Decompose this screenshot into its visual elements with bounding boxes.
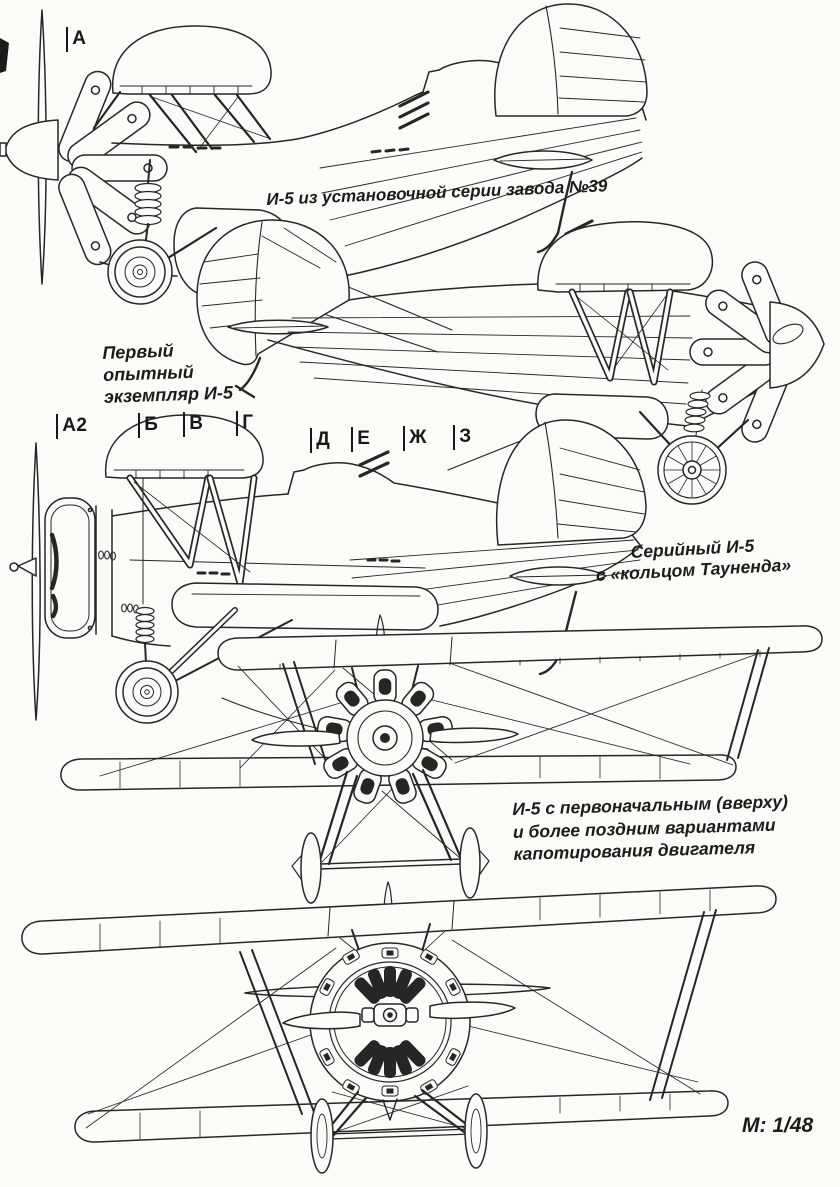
section-tick-bar — [310, 428, 313, 453]
scan-artifact — [0, 38, 9, 73]
caption-prototype: Первый опытный экземпляр И-5 — [102, 337, 233, 407]
section-tick-bar — [66, 27, 69, 52]
side-view-batch39 — [0, 3, 648, 353]
front-view-townend — [21, 881, 777, 1174]
section-marker-label: Е — [357, 428, 371, 449]
section-tick-bar — [138, 413, 141, 438]
section-marker-a: А — [66, 27, 86, 52]
ring-cowl-engine — [282, 942, 516, 1121]
section-marker-label: Д — [316, 429, 331, 450]
section-marker-label: Г — [242, 412, 254, 433]
scale-note: М: 1/48 — [742, 1114, 814, 1137]
townend-ring — [44, 497, 96, 639]
section-marker-label: З — [459, 426, 472, 447]
section-marker-e: Е — [351, 427, 370, 452]
section-marker-g: Г — [236, 411, 253, 436]
side-view-prototype — [196, 219, 825, 505]
section-marker-z: З — [453, 425, 472, 450]
section-marker-label: В — [189, 413, 204, 434]
landing-gear — [291, 768, 490, 904]
section-marker-label: Ж — [409, 427, 427, 448]
section-marker-label: Б — [144, 414, 159, 435]
section-tick-bar — [403, 426, 406, 451]
side-view-townend — [9, 414, 647, 750]
landing-gear — [638, 389, 750, 505]
landing-gear — [107, 159, 218, 305]
section-tick-bar — [56, 414, 59, 439]
section-tick-bar — [351, 427, 354, 452]
landing-gear — [310, 1085, 488, 1174]
cabane-struts — [568, 288, 674, 386]
engine-cylinders — [58, 70, 168, 266]
section-marker-zh: Ж — [403, 426, 427, 451]
landing-gear — [115, 606, 293, 724]
section-marker-label: А — [72, 28, 87, 49]
radial-engine — [251, 669, 519, 804]
section-tick-bar — [453, 425, 456, 450]
section-tick-bar — [183, 412, 186, 437]
gun-breech-detail — [398, 90, 430, 130]
section-marker-label: А2 — [62, 415, 88, 436]
cabane-struts — [92, 90, 272, 154]
section-marker-v: В — [183, 412, 203, 437]
caption-cowling: И-5 с первоначальным (вверху) и более по… — [512, 790, 790, 865]
front-view-uncowled — [60, 614, 823, 904]
section-marker-a2: А2 — [56, 414, 87, 439]
section-marker-d: Д — [310, 428, 330, 453]
section-marker-b: Б — [138, 413, 158, 438]
caption-line: экземпляр И-5 — [103, 382, 234, 407]
section-tick-bar — [236, 411, 239, 436]
cabane-struts — [126, 474, 258, 605]
